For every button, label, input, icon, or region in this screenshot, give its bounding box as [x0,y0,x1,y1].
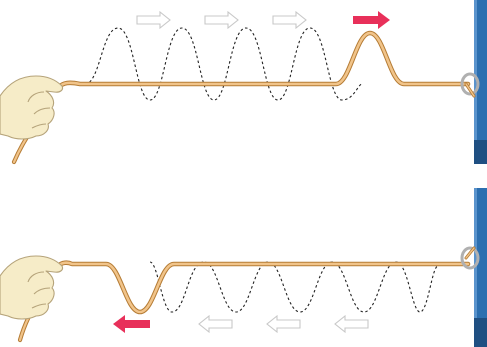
outline-arrow-icon [199,316,232,332]
outline-arrow-icon [205,12,238,28]
ghost-wave-trace [85,28,362,100]
hand-holding-rope-icon [0,256,63,319]
red-arrow-icon [353,11,390,29]
outline-arrow-icon [335,316,368,332]
panel-top-incident-pulse [0,0,487,164]
outline-arrow-icon [267,316,300,332]
red-arrow-icon [113,315,150,333]
wall-icon [474,0,487,164]
ghost-wave-trace [150,262,438,312]
rope [58,263,468,312]
outline-arrow-icon [137,12,170,28]
hand-holding-rope-icon [0,76,63,139]
wall-icon [474,188,487,347]
rope [58,33,468,88]
outline-arrow-icon [273,12,306,28]
panel-bottom-reflected-pulse [0,188,487,347]
